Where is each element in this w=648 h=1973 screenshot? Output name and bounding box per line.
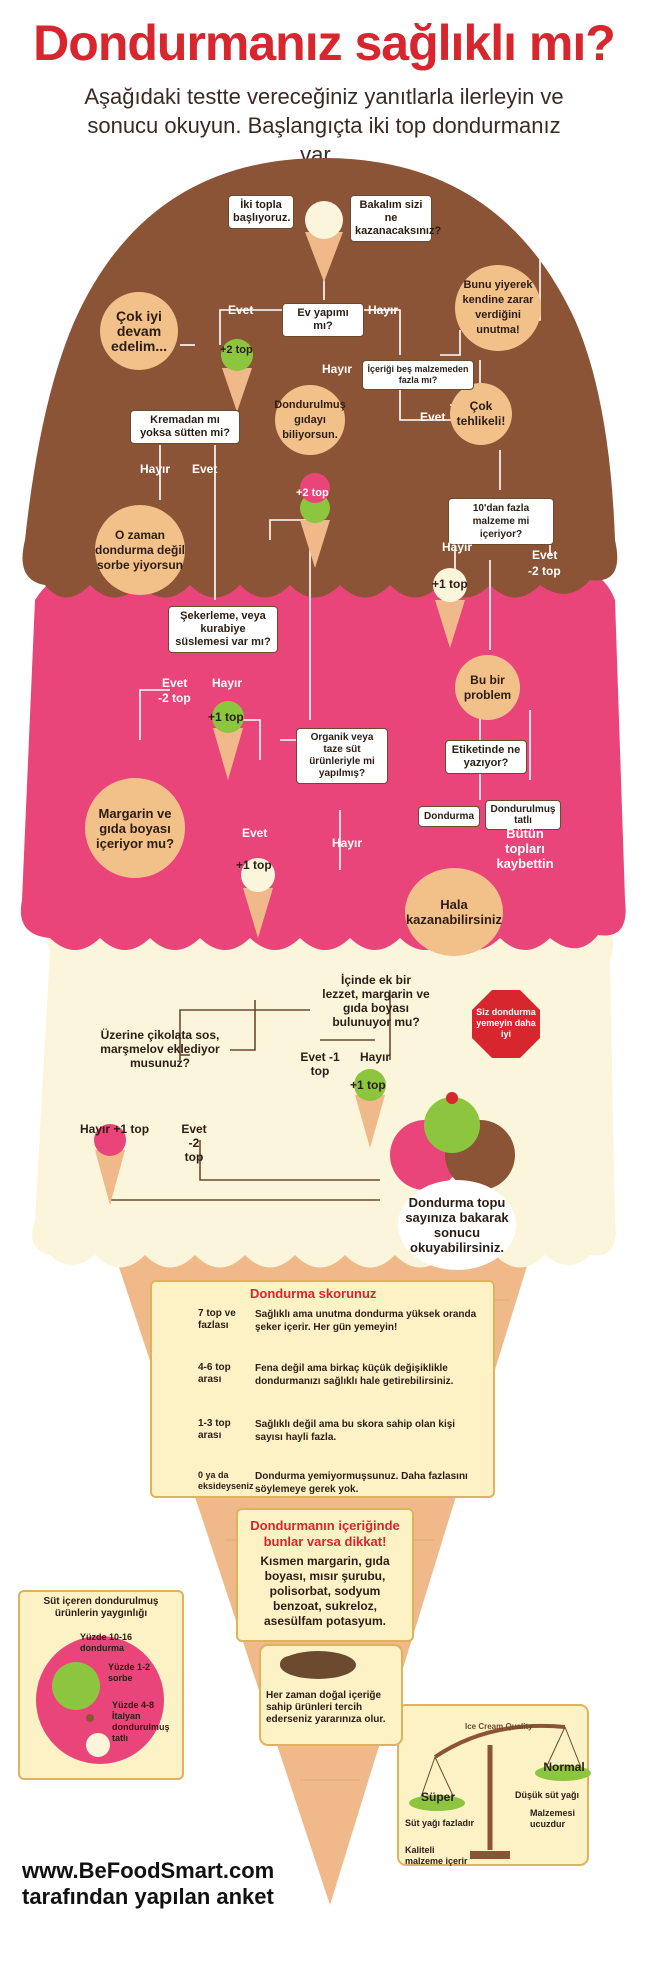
label-plus1-b: +1 top (208, 710, 244, 724)
page-title: Dondurmanız sağlıklı mı? (33, 15, 616, 71)
score-range-1: 7 top ve fazlası (198, 1308, 236, 1331)
label-evet-6: Evet (242, 826, 268, 840)
scale-normal-note-1: Düşük süt yağı (515, 1790, 580, 1800)
node-start: İki topla başlıyoruz. (228, 195, 294, 229)
label-hayir-3: Hayır (140, 462, 171, 476)
footer-tagline: tarafından yapılan anket (22, 1884, 274, 1909)
node-cream-or-milk: Kremadan mı yoksa sütten mi? (130, 410, 240, 444)
label-hayir-6: Hayır (332, 836, 363, 850)
prevalence-ice-cream: Yüzde 10-16 dondurma (80, 1632, 133, 1653)
result-scoops (390, 1092, 515, 1190)
stop-sign-shape (472, 990, 540, 1058)
label-minus2-a: -2 top (528, 564, 561, 578)
label-evet-minus2: Evet -2 top (181, 1122, 207, 1164)
prevalence-pie (36, 1636, 164, 1764)
score-range-3: 1-3 top arası (198, 1418, 231, 1441)
warning-box: Dondurmanın içeriğinde bunlar varsa dikk… (236, 1508, 414, 1642)
score-box (150, 1280, 495, 1498)
prevalence-title: Süt içeren dondurulmuş ürünlerin yaygınl… (43, 1596, 159, 1619)
label-plus2-a: +2 top (220, 344, 253, 356)
label-hayir-1: Hayır (368, 303, 399, 317)
beaver-icon (259, 1644, 403, 1746)
node-still-win: Hala kazanabilirsiniz (405, 868, 503, 956)
label-evet-5: Evet (162, 676, 188, 690)
label-lost-all: Bütün topları kaybettin (496, 826, 554, 871)
scale-normal-note-2: Malzemesi ucuzdur (530, 1808, 576, 1829)
label-evet-1: Evet (228, 303, 254, 317)
score-range-4: 0 ya da eksideyseniz (198, 1470, 254, 1491)
node-extra-flavor: İçinde ek bir lezzet, margarin ve gıda b… (322, 973, 430, 1029)
score-range-2: 4-6 top arası (198, 1362, 231, 1385)
label-plus2-b: +2 top (296, 487, 329, 499)
node-good-job: Çok iyi devam edelim... (100, 292, 178, 370)
label-evet-4: Evet (532, 548, 558, 562)
warning-body: Kısmen margarin, gıda boyası, mısır şuru… (260, 1554, 390, 1628)
prevalence-italian: Yüzde 4-8 İtalyan dondurulmuş tatlı (112, 1700, 170, 1743)
score-desc-4: Dondurma yemiyormuşsunuz. Daha fazlasını… (255, 1471, 468, 1495)
score-desc-3: Sağlıklı değil ama bu skora sahip olan k… (255, 1419, 456, 1443)
node-dondurma-label: Dondurma (418, 806, 480, 827)
node-ten-ingredients: 10'dan fazla malzeme mi içeriyor? (448, 498, 554, 545)
label-minus2-b: -2 top (158, 691, 191, 705)
mini-cone-plus1-b (212, 701, 244, 780)
node-label-says: Etiketinde ne yazıyor? (445, 740, 527, 774)
label-plus1-d: +1 top (350, 1078, 386, 1092)
label-evet-3: Evet (192, 462, 218, 476)
mini-cone-plus1-a (433, 568, 467, 648)
label-hayir-plus1: Hayır +1 top (80, 1122, 150, 1136)
node-candy-topping: Şekerleme, veya kurabiye süslemesi var m… (168, 606, 278, 653)
page-subtitle: Aşağıdaki testte vereceğiniz yanıtlarla … (84, 84, 564, 167)
footer: www.BeFoodSmart.com tarafından yapılan a… (22, 1858, 274, 1910)
mini-cone-plus1-e (94, 1124, 126, 1205)
node-problem: Bu bir problem (455, 655, 520, 720)
scale-drawing (397, 1704, 591, 1866)
score-desc-1: Sağlıklı ama unutma dondurma yüksek oran… (255, 1309, 477, 1333)
label-plus1-a: +1 top (432, 577, 468, 591)
node-result: Dondurma topu sayınıza bakarak sonucu ok… (398, 1180, 516, 1270)
score-desc-2: Fena değil ama birkaç küçük değişiklikle… (255, 1363, 454, 1387)
label-hayir-4: Hayır (442, 540, 473, 554)
mini-cone-start (305, 201, 343, 282)
scale-normal: Normal (543, 1760, 585, 1774)
beaver-text: Her zaman doğal içeriğe sahip ürünleri t… (266, 1690, 386, 1725)
footer-url[interactable]: www.BeFoodSmart.com (22, 1858, 275, 1883)
node-five-ingredients: İçeriği beş malzemeden fazla mı? (362, 360, 474, 390)
node-know-frozen: Dondurulmuş gıdayı biliyorsun. (274, 385, 346, 455)
mini-cone-plus1-d (354, 1069, 386, 1148)
node-organic: Organik veya taze süt ürünleriyle mi yap… (296, 728, 388, 784)
label-hayir-2: Hayır (322, 362, 353, 376)
prevalence-sorbet: Yüzde 1-2 sorbe (108, 1662, 151, 1683)
mini-cone-plus2-b (300, 473, 330, 568)
warning-title: Dondurmanın içeriğinde bunlar varsa dikk… (250, 1518, 400, 1549)
score-title: Dondurma skorunuz (250, 1286, 377, 1301)
node-homemade: Ev yapımı mı? (282, 303, 364, 337)
scale-super-note-1: Süt yağı fazladır (405, 1818, 475, 1828)
node-dont-know-harm: Bunu yiyerek kendine zarar verdiğini unu… (455, 265, 541, 351)
mini-cone-plus1-c (241, 858, 275, 938)
node-margarine-dye: Margarin ve gıda boyası içeriyor mu? (85, 778, 185, 878)
stop-sign: Siz dondurma yemeyin daha iyi (476, 1006, 536, 1039)
mini-cone-plus2-a (221, 339, 253, 412)
node-very-dangerous: Çok tehlikeli! (450, 383, 512, 445)
node-chocolate-sauce: Üzerine çikolata sos, marşmelov eklediyo… (100, 1028, 220, 1070)
label-hayir-7: Hayır (360, 1050, 391, 1064)
scale-super: Süper (420, 1790, 455, 1804)
scale-super-note-2: Kaliteli malzeme içerir (405, 1845, 468, 1866)
label-plus1-c: +1 top (236, 858, 272, 872)
node-dondurulmus-tatli: Dondurulmuş tatlı (485, 800, 561, 830)
scale-brand: Ice Cream Quality (465, 1722, 533, 1731)
node-see-what: Bakalım sizi ne kazanacaksınız? (350, 195, 441, 242)
label-evet-minus1: Evet -1 top (300, 1050, 340, 1078)
label-evet-2: Evet (420, 410, 446, 424)
label-hayir-5: Hayır (212, 676, 243, 690)
chocolate-scoop (22, 158, 618, 598)
node-sorbet: O zaman dondurma değil sorbe yiyorsun (95, 505, 185, 595)
